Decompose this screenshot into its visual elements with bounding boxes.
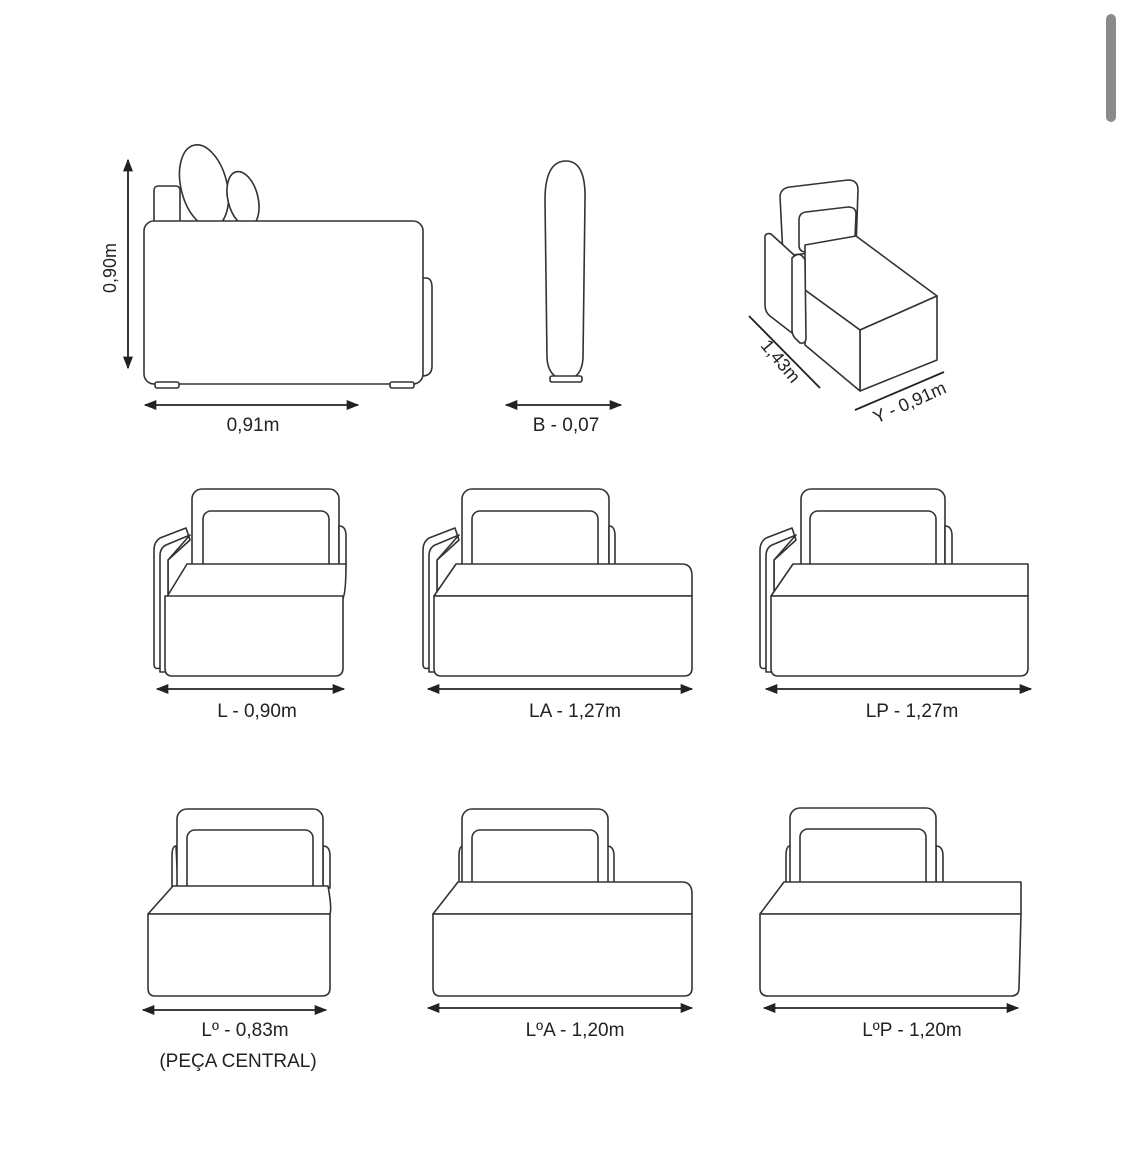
iso-depth-label: 1,43m [757, 336, 804, 387]
module-l-label: L - 0,90m [217, 701, 297, 722]
module-lo-label: Lº - 0,83m [201, 1020, 288, 1041]
module-lp-drawing [759, 488, 1033, 695]
module-lop-label: LºP - 1,20m [862, 1020, 962, 1041]
back-cushion-profile-drawing [504, 160, 623, 411]
module-l-drawing [153, 488, 347, 695]
module-loa-drawing [426, 808, 694, 1014]
module-la-label: LA - 1,27m [529, 701, 621, 722]
back-thickness-label: B - 0,07 [533, 415, 600, 436]
module-lop-drawing [759, 807, 1022, 1014]
module-lp-label: LP - 1,27m [866, 701, 959, 722]
side-width-label: 0,91m [227, 415, 280, 436]
module-la-drawing [422, 488, 694, 695]
iso-width-label: Y - 0,91m [870, 378, 949, 428]
module-lo-drawing [141, 808, 332, 1016]
vertical-scrollbar[interactable] [1106, 14, 1116, 122]
side-height-label: 0,90m [100, 243, 120, 293]
isometric-view-drawing [748, 179, 945, 411]
module-lo-note: (PEÇA CENTRAL) [159, 1051, 316, 1072]
side-view-drawing [122, 144, 433, 411]
module-loa-label: LºA - 1,20m [526, 1020, 625, 1041]
